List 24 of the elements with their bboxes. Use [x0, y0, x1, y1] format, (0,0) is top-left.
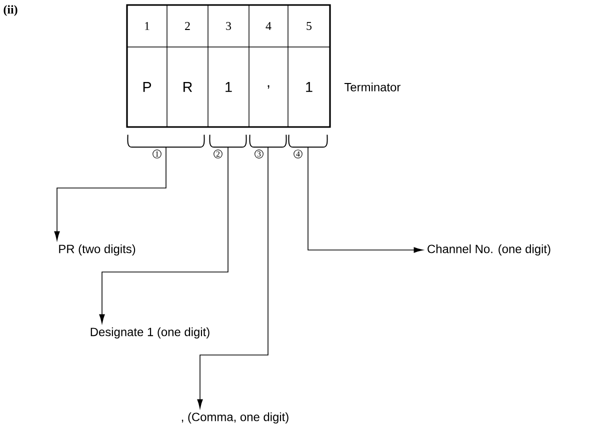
bracket: [249, 134, 287, 148]
arrow: [99, 146, 228, 324]
table-cell: 3: [208, 4, 250, 48]
bracket: [127, 134, 205, 148]
output-label: , (Comma, one digit): [182, 412, 288, 424]
output-label: Channel No. (one digit): [428, 244, 550, 256]
bracket: [288, 134, 328, 148]
table-cell: 1: [288, 46, 330, 128]
table-cell: ,: [248, 46, 288, 128]
arrow: [54, 146, 166, 240]
table-cell: 4: [248, 4, 288, 48]
arrow: [308, 146, 423, 253]
label: 1: [145, 22, 150, 30]
table-cell: 2: [166, 4, 208, 48]
table-cell: P: [126, 46, 168, 128]
arrow: [197, 146, 268, 408]
output-label: PR (two digits): [59, 244, 136, 256]
table-cell: 1: [208, 46, 250, 128]
row-label: Terminator: [344, 82, 400, 92]
table-cell: 5: [288, 4, 330, 48]
table-cell: R: [166, 46, 208, 128]
panel-label: (ii): [4, 5, 18, 16]
bracket: [209, 134, 247, 148]
output-label: Designate 1 (one digit): [90, 327, 210, 339]
